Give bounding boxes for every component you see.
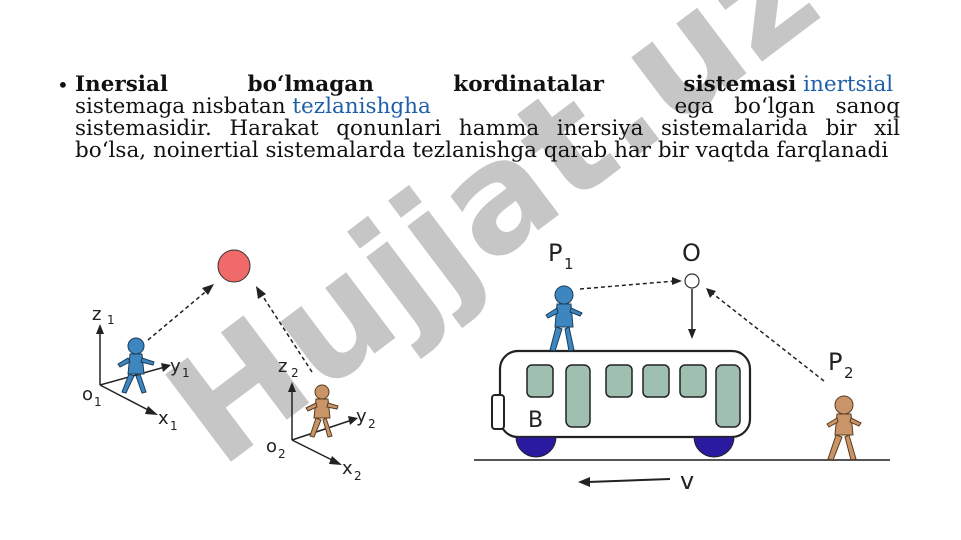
bold-word-4: sistemasi bbox=[683, 72, 797, 97]
y1-arrow bbox=[161, 363, 171, 372]
paragraph-line-2: sistemaga nisbatan tezlanishgha ega bo‘l… bbox=[75, 96, 900, 118]
velocity-arrow bbox=[587, 478, 671, 483]
o-label: O bbox=[682, 239, 701, 267]
red-ball bbox=[217, 249, 251, 283]
brown-person-icon bbox=[305, 384, 339, 438]
o1-sub: 1 bbox=[94, 395, 102, 409]
p1-dashed-arrow-head bbox=[672, 277, 682, 285]
bold-word-1: Inersial bbox=[75, 72, 169, 97]
y2-arrow bbox=[348, 416, 358, 425]
x1-label: x bbox=[158, 408, 169, 429]
tezlanishgha-link[interactable]: tezlanishgha bbox=[292, 94, 431, 119]
z1-label: z bbox=[92, 304, 101, 325]
y2-label: y bbox=[356, 406, 367, 427]
z2-label: z bbox=[278, 356, 287, 377]
x1-sub: 1 bbox=[170, 419, 178, 433]
z1-arrow bbox=[96, 324, 104, 334]
bold-word-3: kordinatalar bbox=[453, 72, 604, 97]
dashed-arrow-1 bbox=[147, 287, 211, 341]
bullet-dot: • bbox=[57, 73, 69, 97]
x1-arrow bbox=[145, 406, 158, 415]
z2-sub: 2 bbox=[291, 366, 299, 380]
point-o bbox=[684, 273, 700, 289]
o2-label: o bbox=[266, 436, 277, 457]
y2-axis bbox=[291, 419, 353, 441]
left-figure: z 1 y 1 o 1 x 1 z 2 y 2 o 2 x 2 bbox=[82, 249, 376, 483]
p2-label: P bbox=[828, 348, 842, 376]
bold-word-2: bo‘lmagan bbox=[247, 72, 374, 97]
z1-sub: 1 bbox=[107, 313, 115, 327]
inertsial-link[interactable]: inertsial bbox=[803, 72, 894, 97]
x2-axis bbox=[291, 439, 337, 463]
p1-dashed-arrow bbox=[579, 280, 676, 290]
o1-label: o bbox=[82, 384, 93, 405]
line2-start: sistemaga nisbatan bbox=[75, 94, 286, 119]
bus-label: B bbox=[528, 408, 543, 433]
blue-person-on-bus-icon bbox=[545, 285, 583, 352]
line2-end: ega bo‘lgan sanoq bbox=[674, 94, 900, 119]
p2-sub: 2 bbox=[844, 364, 854, 382]
p2-dashed-arrow-head bbox=[706, 288, 716, 298]
blue-person-icon bbox=[117, 337, 155, 394]
y2-sub: 2 bbox=[368, 417, 376, 431]
bullet-paragraph: • Inersial bo‘lmagan kordinatalar sistem… bbox=[57, 74, 900, 162]
o-down-arrow-head bbox=[688, 329, 696, 339]
arrow-head-2 bbox=[256, 286, 266, 299]
v-label: v bbox=[680, 467, 694, 495]
p1-sub: 1 bbox=[564, 255, 574, 273]
dashed-arrow-2 bbox=[259, 291, 313, 373]
paragraph-rest: sistemasidir. Harakat qonunlari hamma in… bbox=[75, 116, 900, 163]
x2-arrow bbox=[329, 456, 342, 465]
arrow-head-1 bbox=[202, 284, 214, 295]
p2-dashed-arrow bbox=[711, 292, 825, 382]
x2-label: x bbox=[342, 458, 353, 479]
p1-label: P bbox=[548, 239, 562, 267]
right-figure: P 1 O P 2 B bbox=[474, 239, 890, 495]
o2-sub: 2 bbox=[278, 447, 286, 461]
x1-axis bbox=[99, 384, 153, 413]
y1-sub: 1 bbox=[182, 366, 190, 380]
y1-label: y bbox=[170, 356, 181, 377]
x2-sub: 2 bbox=[354, 469, 362, 483]
brown-person-p2-icon bbox=[826, 395, 862, 461]
velocity-arrow-head bbox=[578, 477, 590, 487]
paragraph-line-1: Inersial bo‘lmagan kordinatalar sistemas… bbox=[75, 74, 900, 96]
bus-icon bbox=[491, 349, 752, 458]
z2-arrow bbox=[288, 382, 296, 392]
